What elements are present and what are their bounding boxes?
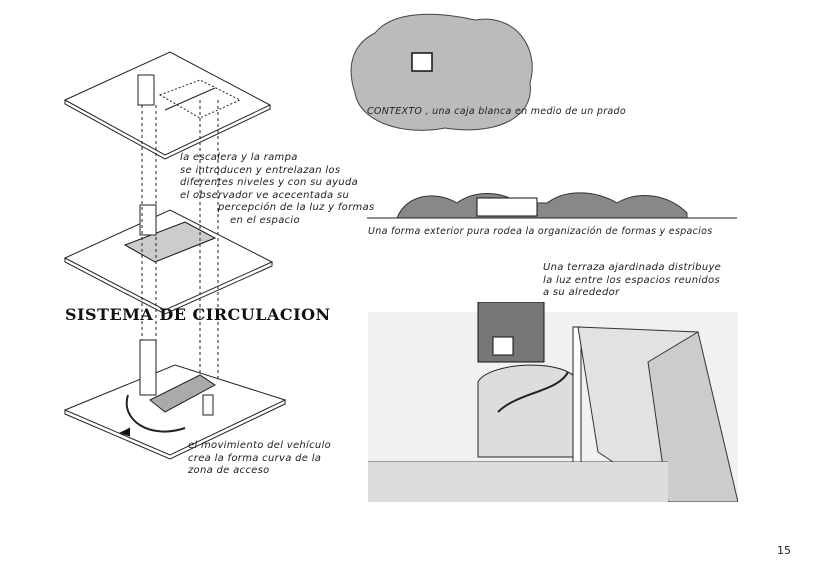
- annotation-line: diferentes niveles y con su ayuda: [180, 177, 359, 188]
- annotation-line: la escalera y la rampa: [180, 152, 298, 163]
- page-number: 15: [777, 544, 791, 557]
- annotation-line: percepción de la luz y formas: [218, 202, 375, 213]
- annotation-line: el observador ve acecentada su: [180, 189, 350, 201]
- annotation-line: la luz entre los espacios reunidos: [543, 274, 720, 286]
- exterior-elevation-sketch: [367, 192, 737, 219]
- annotation-stairs-ramp: la escalera y la rampa se introducen y e…: [180, 152, 374, 227]
- annotation-line: Una terraza ajardinada distribuye: [543, 262, 722, 273]
- annotation-vehicle: el movimiento del vehículo crea la forma…: [188, 440, 331, 478]
- caption-context: CONTEXTO , una caja blanca en medio de u…: [367, 106, 626, 117]
- annotation-line: se introducen y entrelazan los: [180, 164, 341, 176]
- annotation-line: en el espacio: [230, 214, 300, 226]
- caption-exterior: Una forma exterior pura rodea la organiz…: [368, 226, 713, 237]
- annotation-line: zona de acceso: [188, 465, 270, 476]
- section-title: SISTEMA DE CIRCULACION: [65, 305, 331, 324]
- interior-perspective-sketch: [368, 302, 738, 502]
- annotation-terrace: Una terraza ajardinada distribuye la luz…: [543, 262, 721, 300]
- context-meadow-sketch: [350, 13, 533, 131]
- annotation-line: el movimiento del vehículo: [188, 440, 332, 451]
- annotation-line: crea la forma curva de la: [188, 452, 322, 464]
- annotation-line: a su alrededor: [543, 287, 620, 298]
- axonometric-circulation-drawing: [63, 51, 287, 460]
